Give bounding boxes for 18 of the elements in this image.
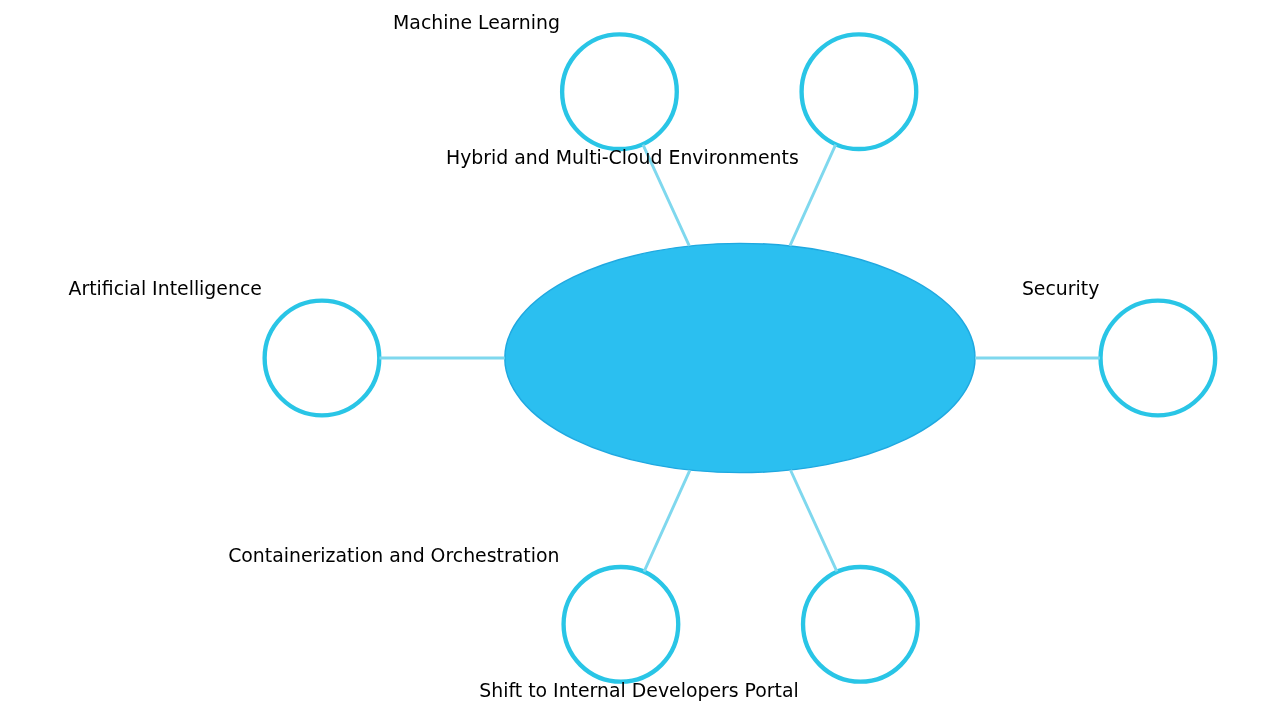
connector xyxy=(379,356,505,360)
connector xyxy=(642,469,691,573)
node-circle xyxy=(800,564,920,684)
connector xyxy=(788,143,837,247)
connector xyxy=(974,356,1100,360)
node-label: Artificial Intelligence xyxy=(68,277,262,300)
connector xyxy=(641,143,691,247)
node-label: Hybrid and Multi-Cloud Environments xyxy=(445,146,799,169)
node-circle xyxy=(798,32,918,152)
node-circle xyxy=(560,564,680,684)
node-label: Machine Learning xyxy=(392,11,560,34)
node-circle xyxy=(261,298,381,418)
node-label: Shift to Internal Developers Portal xyxy=(478,678,799,701)
node-label: Containerization and Orchestration xyxy=(227,543,559,566)
node-loop xyxy=(503,242,976,474)
node-circle xyxy=(1097,298,1217,418)
node-label: Security xyxy=(1021,277,1099,300)
connector xyxy=(788,469,838,572)
